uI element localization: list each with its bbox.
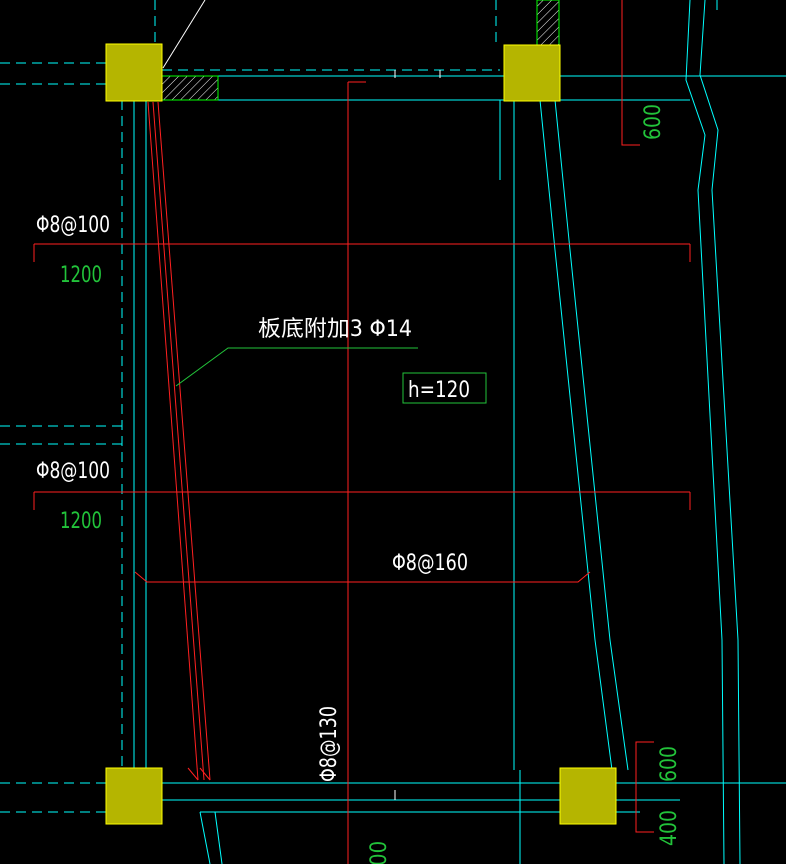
wall-outlines	[133, 0, 786, 864]
leader-bottom-extra	[175, 347, 418, 387]
columns	[105, 43, 617, 825]
thickness-label: h=120	[408, 378, 470, 403]
dashed-gridlines	[0, 0, 500, 813]
right-dim-mid: 600	[657, 746, 682, 782]
column-top-right	[503, 44, 561, 102]
column-bottom-left	[105, 767, 163, 825]
hatched-wall-top-mid	[536, 0, 560, 47]
hatched-wall-top-left	[161, 75, 219, 101]
leader-top-left	[162, 0, 206, 69]
top-rebar-2-length: 1200	[60, 509, 102, 534]
top-rebar-2-label: Φ8@100	[36, 459, 110, 484]
bottom-cut-dim: 00	[367, 841, 392, 864]
beam-markers	[394, 70, 441, 800]
right-dim-bot: 400	[657, 810, 682, 846]
top-rebar-1-label: Φ8@100	[36, 213, 110, 238]
right-dim-top: 600	[641, 104, 666, 140]
bottom-extra-label: 板底附加3 Φ14	[258, 317, 412, 342]
rebar-lines	[33, 0, 691, 864]
column-top-left	[105, 43, 163, 102]
span-rebar-v-label: Φ8@130	[317, 706, 342, 782]
top-rebar-1-length: 1200	[60, 263, 102, 288]
span-rebar-h-label: Φ8@160	[392, 551, 468, 576]
thickness-box	[402, 372, 487, 404]
column-bottom-right	[559, 767, 617, 825]
